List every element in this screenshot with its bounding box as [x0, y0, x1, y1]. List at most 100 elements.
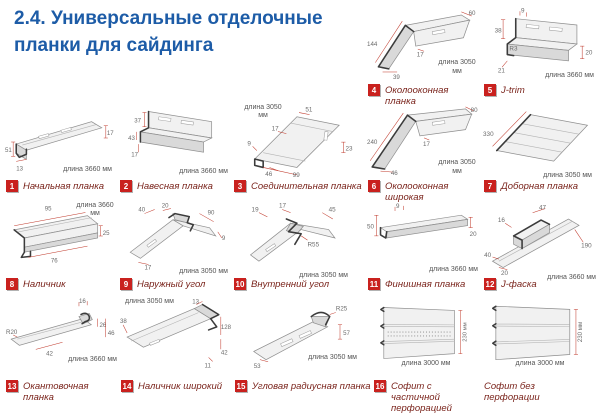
item-number-badge: 5	[484, 84, 496, 96]
item-name: Окантовочная планка	[23, 381, 89, 404]
length-label: длина 3660 мм	[63, 165, 112, 173]
dimension-label: 20	[501, 270, 509, 276]
item-name: J-trim	[501, 85, 525, 96]
dimension-label: 46	[108, 330, 115, 337]
dimension-label: 80	[471, 107, 478, 114]
length-label: длина 3050 мм	[438, 159, 476, 175]
page-title-line1: 2.4. Универсальные отделочные	[14, 8, 323, 29]
item-number-badge: 7	[484, 180, 496, 192]
item-navesnaya-planka: 37 43 17 длина 3660 мм 2 Навесная планка	[118, 102, 230, 196]
item-name: Внутренний угол	[251, 279, 330, 290]
dimension-label: 17	[279, 202, 287, 209]
dimension-label: 43	[128, 135, 135, 142]
dimension-label: 20	[162, 202, 169, 209]
dimension-label: 23	[346, 146, 354, 153]
length-label: длина 3050 мм	[438, 59, 476, 75]
profile-drawing: 230 мм	[372, 296, 480, 372]
item-number-badge: 3	[234, 180, 246, 192]
profile-drawing: 51 13 17	[4, 102, 116, 178]
item-name: Угловая радиусная планка	[252, 381, 371, 392]
length-label: длина 3000 мм	[401, 360, 451, 367]
dimension-label: 19	[252, 207, 260, 214]
dimension-label: 40	[484, 252, 492, 259]
dimension-label: 9	[247, 140, 251, 147]
item-number-badge: 1	[6, 180, 18, 192]
dimension-label: 37	[134, 118, 141, 125]
item-number-badge: 16	[374, 380, 386, 392]
length-label: длина 3000 мм	[515, 360, 565, 367]
length-label: длина 3050 мм	[299, 271, 348, 279]
item-number-badge: 10	[234, 278, 246, 290]
profile-drawing: 16 26 46 42 R20	[4, 296, 119, 372]
item-name: Навесная планка	[137, 181, 213, 192]
item-uglovaya-radiusnaya-planka: R25 57 53 длина 3050 мм 15 Угловая радиу…	[233, 296, 371, 412]
dimension-label: 46	[391, 170, 398, 177]
dimension-label: 90	[208, 210, 215, 217]
dimension-label: R3	[509, 45, 518, 52]
dimension-label: 17	[272, 126, 280, 133]
item-number-badge: 15	[235, 380, 247, 392]
dimension-label: 53	[254, 363, 261, 370]
dimension-label: 9	[222, 235, 226, 242]
item-number-badge: 2	[120, 180, 132, 192]
page-title-line2: планки для сайдинга	[14, 34, 214, 56]
dimension-label: 38	[495, 27, 503, 34]
item-vnutrennii-ugol: 19 17 45 R55 длина 3050 мм 10 Внутренний…	[232, 200, 364, 294]
item-soedinitelnaya-planka: 51 17 9 46 23 99 длина 3050 мм 3 Соедини…	[232, 102, 364, 196]
item-finishnaya-planka: 9 50 20 длина 3660 мм 11 Финишная планка	[366, 200, 480, 294]
length-label: длина 3660 мм	[179, 167, 228, 175]
dimension-label: 11	[205, 363, 212, 370]
dimension-label: 51	[305, 107, 313, 114]
dimension-label: 17	[417, 51, 424, 58]
length-label: длина 3660 мм	[547, 273, 596, 281]
length-label: длина 3660 мм	[76, 202, 114, 218]
dimension-label: 39	[393, 74, 400, 81]
profile-drawing: 40 20 90 9 17	[118, 200, 230, 276]
length-label: длина 3660 мм	[429, 265, 478, 273]
dimension-label: 42	[46, 351, 53, 358]
profile-drawing: 37 43 17	[118, 102, 230, 178]
dimension-label: 9	[521, 7, 525, 14]
item-j-faska: 16 47 190 40 20 длина 3660 мм 12 J-фаска	[482, 200, 598, 294]
item-nachalnaya-planka: 51 13 17 длина 3660 мм 1 Начальная планк…	[4, 102, 116, 196]
dimension-label: 17	[423, 141, 430, 148]
item-number-badge: 13	[6, 380, 18, 392]
profile-drawing: R25 57 53	[233, 296, 371, 372]
dimension-label: 38	[120, 318, 127, 325]
item-number-badge: 12	[484, 278, 496, 290]
dimension-label: 95	[45, 206, 52, 213]
item-nalichnik: 95 25 76 длина 3660 мм 8 Наличник	[4, 200, 116, 294]
dimension-label: 17	[131, 151, 138, 158]
item-nalichnik-shirokii: 13 128 42 11 38 длина 3050 мм 14 Налични…	[119, 296, 231, 412]
dimension-label: 20	[470, 231, 477, 238]
length-label: длина 3660 мм	[545, 71, 594, 79]
dimension-label: 26	[100, 322, 107, 329]
length-label: длина 3660 мм	[68, 356, 117, 363]
length-label: длина 3050 мм	[244, 104, 282, 120]
item-name: Наличник широкий	[138, 381, 223, 392]
item-name: Соединительная планка	[251, 181, 362, 192]
dimension-label: 240	[367, 139, 378, 146]
dimension-label: 16	[79, 298, 86, 305]
dimension-label: 13	[16, 166, 23, 173]
item-name: Начальная планка	[23, 181, 105, 192]
profile-drawing: 13 128 42 11 38	[119, 296, 231, 372]
dimension-label: 40	[138, 207, 145, 214]
dimension-label: 25	[103, 230, 110, 237]
dimension-label: 51	[5, 147, 12, 154]
item-name: J-фаска	[501, 279, 537, 290]
item-name: Софит с частичной перфорацией	[391, 381, 452, 414]
dimension-label: 230 мм	[577, 322, 584, 342]
dimension-label: R20	[6, 329, 18, 336]
item-sofit-perforirovannyi: 230 мм длина 3000 мм 16 Софит с частично…	[372, 296, 480, 414]
profile-drawing: 19 17 45 R55	[232, 200, 364, 276]
item-dobornaya-planka: 330 длина 3050 мм 7 Доборная планка	[482, 102, 598, 196]
dimension-label: 144	[367, 41, 378, 48]
item-number-badge: 6	[368, 180, 380, 192]
dimension-label: 20	[585, 50, 593, 57]
length-label: длина 3050 мм	[125, 298, 174, 305]
dimension-label: 47	[539, 205, 547, 212]
dimension-label: 230 мм	[462, 322, 468, 342]
dimension-label: 46	[265, 171, 273, 178]
item-name: Околооконная широкая	[385, 181, 449, 204]
